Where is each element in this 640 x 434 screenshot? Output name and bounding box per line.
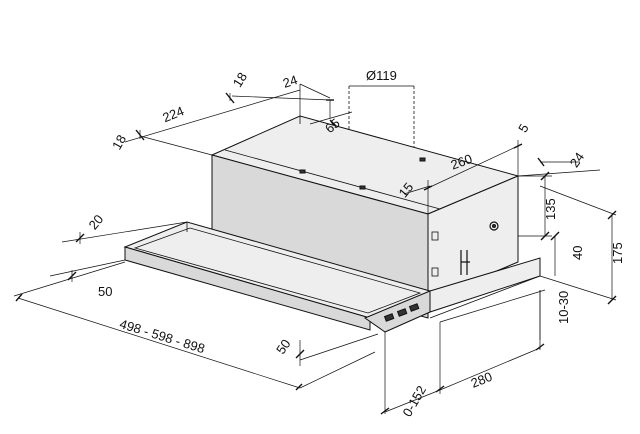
label-width-range: 498 - 598 - 898 <box>118 316 207 356</box>
label-50-left: 50 <box>98 284 112 299</box>
label-280: 280 <box>469 369 495 391</box>
dimension-lines <box>13 83 617 415</box>
label-18-top: 18 <box>230 70 250 90</box>
label-18-left: 18 <box>109 132 129 152</box>
label-0-152: 0-152 <box>400 383 430 419</box>
label-5: 5 <box>515 121 532 135</box>
label-50-front: 50 <box>273 336 294 356</box>
label-260: 260 <box>449 151 475 173</box>
label-24-top: 24 <box>281 72 299 91</box>
lower-tray <box>123 221 541 333</box>
label-20: 20 <box>86 212 107 233</box>
label-duct-diameter: Ø119 <box>366 68 397 83</box>
label-40: 40 <box>570 246 585 260</box>
label-24-right: 24 <box>567 150 588 170</box>
label-224: 224 <box>160 103 186 125</box>
label-175: 175 <box>610 242 625 264</box>
label-135: 135 <box>543 198 558 220</box>
label-10-30: 10-30 <box>556 291 571 324</box>
